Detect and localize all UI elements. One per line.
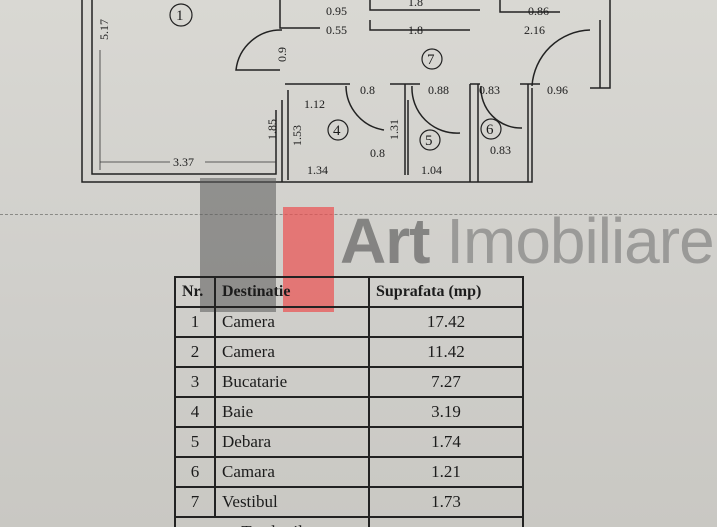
row-area: 1.21 — [368, 456, 524, 488]
row-destination: Camera — [214, 336, 370, 368]
svg-text:1.8: 1.8 — [408, 23, 423, 37]
table-header: Nr. Destinatie Suprafata (mp) — [174, 276, 524, 308]
row-area: 17.42 — [368, 306, 524, 338]
dimension-labels: 5.17 0.95 0.55 1.8 1.8 0.86 2.16 0.9 0.8… — [97, 0, 568, 177]
floor-plan: 1 4 5 6 7 5.17 0.95 0.55 1.8 1.8 0.86 2.… — [81, 0, 611, 183]
row-destination: Debara — [214, 426, 370, 458]
svg-text:0.8: 0.8 — [360, 83, 375, 97]
svg-text:0.83: 0.83 — [479, 83, 500, 97]
room-6-label: 6 — [486, 122, 494, 138]
door-arcs — [235, 29, 591, 134]
row-number: 6 — [174, 456, 216, 488]
svg-text:1.8: 1.8 — [408, 0, 423, 9]
row-number: 5 — [174, 426, 216, 458]
row-destination: Camara — [214, 456, 370, 488]
svg-text:0.83: 0.83 — [490, 143, 511, 157]
svg-text:0.86: 0.86 — [528, 4, 549, 18]
svg-text:5.17: 5.17 — [97, 19, 111, 40]
row-destination: Camera — [214, 306, 370, 338]
room-5-label: 5 — [425, 133, 433, 149]
svg-text:2.16: 2.16 — [524, 23, 545, 37]
svg-text:0.88: 0.88 — [428, 83, 449, 97]
page-divider — [0, 214, 717, 215]
svg-text:1.12: 1.12 — [304, 97, 325, 111]
svg-text:0.9: 0.9 — [275, 47, 289, 62]
svg-text:1.53: 1.53 — [290, 125, 304, 146]
row-destination: Bucatarie — [214, 366, 370, 398]
dimension-lines — [99, 50, 276, 170]
room-1-label: 1 — [176, 8, 184, 24]
row-area: 3.19 — [368, 396, 524, 428]
svg-text:1.31: 1.31 — [387, 119, 401, 140]
svg-text:1.85: 1.85 — [265, 119, 279, 140]
row-number: 3 — [174, 366, 216, 398]
row-area: 1.73 — [368, 486, 524, 518]
row-number: 1 — [174, 306, 216, 338]
inner-walls — [279, 0, 601, 182]
row-destination: Baie — [214, 396, 370, 428]
row-area: 11.42 — [368, 336, 524, 368]
row-number: 7 — [174, 486, 216, 518]
svg-text:0.95: 0.95 — [326, 4, 347, 18]
row-area: 7.27 — [368, 366, 524, 398]
svg-text:3.37: 3.37 — [173, 155, 194, 169]
row-number: 4 — [174, 396, 216, 428]
row-destination: Vestibul — [214, 486, 370, 518]
watermark-text: Art Imobiliare — [340, 205, 715, 277]
row-area: 1.74 — [368, 426, 524, 458]
room-number-labels — [169, 3, 502, 151]
svg-text:0.96: 0.96 — [547, 83, 568, 97]
table-total-row: Total util — [174, 516, 524, 527]
svg-text:1.34: 1.34 — [307, 163, 328, 177]
row-number: 2 — [174, 336, 216, 368]
outer-wall — [81, 0, 611, 183]
svg-text:1.04: 1.04 — [421, 163, 442, 177]
svg-text:0.8: 0.8 — [370, 146, 385, 160]
svg-text:0.55: 0.55 — [326, 23, 347, 37]
room-7-label: 7 — [427, 52, 435, 68]
room-4-label: 4 — [333, 123, 341, 139]
